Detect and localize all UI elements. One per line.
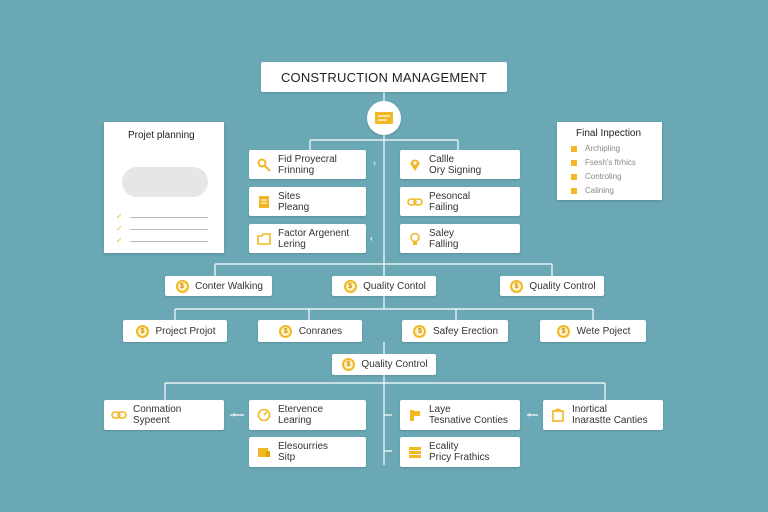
check-icon: ✓ xyxy=(116,236,123,245)
node-level3-1[interactable]: $Project Projot xyxy=(123,320,227,342)
node-level2-3[interactable]: $Quality Control xyxy=(500,276,604,296)
bullet-icon xyxy=(571,173,577,180)
final-inspection-card: Final Inpection Archipling Fsesh's ftrhi… xyxy=(557,122,662,200)
coin-icon: $ xyxy=(557,324,571,338)
checklist-item: ✓ xyxy=(116,212,208,222)
inspection-item: Controling xyxy=(571,172,621,181)
hub-node xyxy=(367,101,401,135)
inspection-item: Fsesh's ftrhics xyxy=(571,158,636,167)
arrow-right-icon: › xyxy=(373,158,376,168)
check-icon: ✓ xyxy=(116,212,123,221)
link-icon xyxy=(407,194,423,210)
node-level2-2[interactable]: $Quality Contol xyxy=(332,276,436,296)
magnifier-icon xyxy=(256,157,272,173)
node-level3-4[interactable]: $Wete Poject xyxy=(540,320,646,342)
checklist-item: ✓ xyxy=(116,224,208,234)
coin-icon: $ xyxy=(175,279,189,293)
coin-icon: $ xyxy=(343,279,357,293)
bullet-icon xyxy=(571,187,577,194)
document-icon xyxy=(256,194,272,210)
gauge-icon xyxy=(256,407,272,423)
project-planning-title: Projet planning xyxy=(128,130,195,141)
final-inspection-title: Final Inpection xyxy=(576,128,642,139)
inspection-item: Archipling xyxy=(571,144,620,153)
node-level4[interactable]: $Quality Control xyxy=(332,354,436,375)
coin-icon: $ xyxy=(413,324,427,338)
arrow-left-icon: ‹ xyxy=(370,233,373,243)
bullet-icon xyxy=(571,159,577,166)
check-icon: ✓ xyxy=(116,224,123,233)
checklist-item: ✓ xyxy=(116,236,208,246)
building-icon xyxy=(550,407,566,423)
folder-icon xyxy=(256,231,272,247)
coin-icon: $ xyxy=(509,279,523,293)
inspection-item: Calining xyxy=(571,186,614,195)
package-icon xyxy=(256,444,272,460)
arrow-right-icon: › xyxy=(233,409,236,419)
node-level3-2[interactable]: $Conranes xyxy=(258,320,362,342)
location-pin-icon xyxy=(407,157,423,173)
lightbulb-icon xyxy=(407,231,423,247)
coin-icon: $ xyxy=(341,358,355,371)
stack-icon xyxy=(407,444,423,460)
project-planning-card: Projet planning ✓ ✓ ✓ xyxy=(104,122,224,253)
signpost-icon xyxy=(407,407,423,423)
planning-placeholder-bar xyxy=(122,167,208,197)
arrow-right-icon: › xyxy=(528,409,531,419)
diagram-title: CONSTRUCTION MANAGEMENT xyxy=(261,62,507,92)
node-level2-1[interactable]: $Conter Walking xyxy=(165,276,272,296)
coin-icon: $ xyxy=(279,324,293,338)
coin-icon: $ xyxy=(135,324,149,338)
node-level3-3[interactable]: $Safey Erection xyxy=(402,320,508,342)
link-icon xyxy=(111,407,127,423)
bullet-icon xyxy=(571,145,577,152)
blueprint-icon xyxy=(375,112,393,124)
